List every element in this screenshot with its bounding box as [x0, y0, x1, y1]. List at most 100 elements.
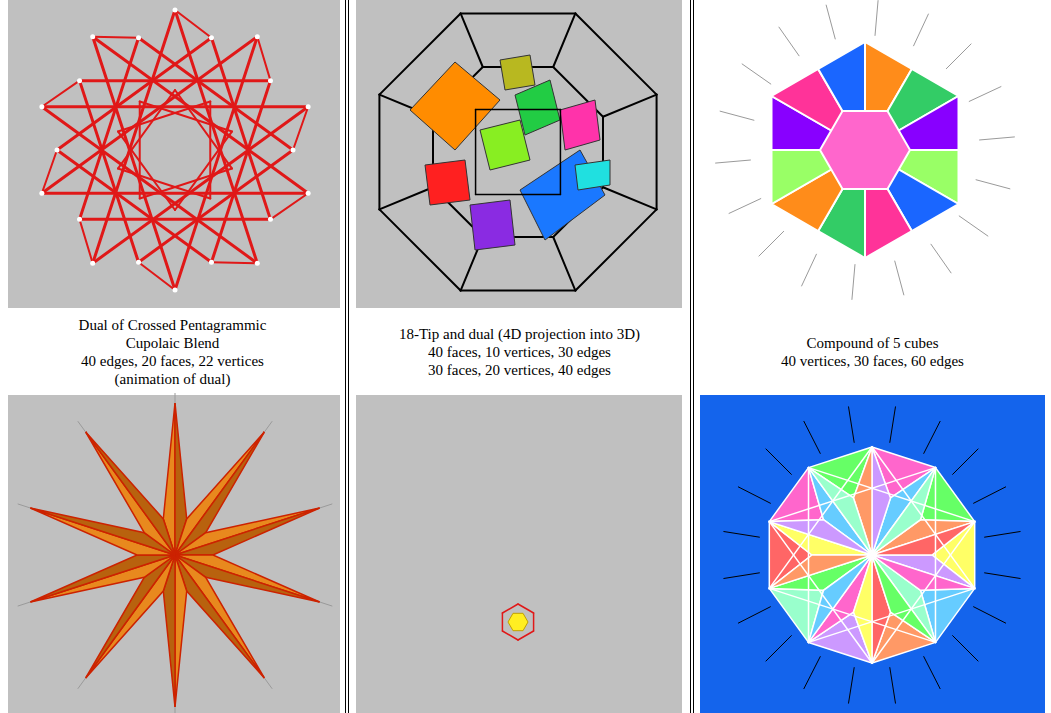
figure-part	[974, 607, 1006, 623]
small-figure	[502, 604, 533, 640]
figure-part	[985, 532, 1021, 538]
figure-part	[802, 254, 817, 286]
figure-part	[914, 14, 929, 46]
figure-part	[476, 194, 561, 196]
figure-part	[30, 555, 175, 602]
figure-part	[77, 217, 82, 222]
figure-part	[257, 37, 270, 81]
figure-part	[30, 555, 175, 602]
figure-part	[42, 192, 308, 195]
figure-part	[872, 447, 975, 588]
figure-part	[826, 5, 835, 39]
polyhedron-figure	[716, 1, 1015, 300]
figure-part	[872, 522, 975, 663]
figure-part	[518, 631, 534, 640]
figure-part	[136, 260, 141, 265]
figure-part	[39, 104, 44, 109]
star-figure	[18, 390, 332, 713]
figure-part	[769, 447, 872, 588]
figure-part	[738, 487, 770, 503]
caption-text: Dual of Crossed Pentagrammic Cupolaic Bl…	[53, 316, 293, 352]
image-ground	[356, 0, 682, 308]
figure-part	[139, 38, 293, 150]
figure-part	[77, 78, 82, 83]
figure-part	[809, 468, 975, 522]
caption-text: 30 faces, 20 vertices, 40 edges	[428, 361, 611, 379]
figure-part	[502, 604, 518, 613]
figure-part	[500, 55, 535, 90]
figure-part	[924, 657, 940, 689]
figure-part	[173, 288, 178, 293]
figure-part	[946, 44, 971, 69]
figure-part	[175, 555, 264, 678]
figure-part	[476, 109, 561, 111]
figure-part	[553, 13, 575, 67]
figure-part	[306, 191, 311, 196]
figure-part	[42, 81, 80, 107]
figure-part	[42, 37, 257, 194]
figure-part	[55, 148, 60, 153]
figure-part	[769, 522, 872, 663]
figure-part	[470, 200, 515, 250]
figure-part	[136, 35, 141, 40]
figure-part	[769, 555, 872, 588]
figure-part	[935, 468, 937, 643]
figure-part	[985, 573, 1021, 579]
figure-part	[742, 64, 771, 84]
figure-part	[533, 613, 535, 631]
figure-part	[959, 216, 988, 236]
figure-part	[738, 607, 770, 623]
figure-part	[80, 219, 93, 263]
figure-part	[849, 668, 855, 704]
figure-part	[306, 104, 311, 109]
figure-part	[953, 449, 978, 474]
figure-part	[209, 35, 214, 40]
figure-part	[175, 555, 264, 678]
figure-part	[779, 27, 799, 56]
figure-part	[209, 260, 214, 265]
figure-part	[118, 101, 210, 131]
figure-part	[875, 1, 878, 36]
figure-part	[42, 107, 257, 264]
figure-part	[175, 508, 320, 555]
figure-part	[86, 432, 175, 555]
figure-part	[809, 588, 975, 642]
caption-cell: Compound of 5 cubes40 vertices, 30 faces…	[694, 311, 1051, 393]
figure-part	[93, 107, 308, 264]
figure-part	[769, 588, 935, 642]
wireframe-figure	[39, 8, 310, 293]
figure-part	[461, 12, 576, 14]
figure-part	[39, 191, 44, 196]
figure-part	[852, 265, 855, 300]
figure-part	[80, 79, 271, 82]
figure-part	[766, 636, 791, 661]
figure-part	[656, 95, 658, 210]
image-ground	[8, 395, 340, 713]
figure-part	[502, 613, 504, 631]
caption-cell: 18-Tip and dual (4D projection into 3D)4…	[349, 311, 690, 393]
figure-part	[974, 487, 1006, 503]
compound-figure	[724, 407, 1020, 703]
figure-part	[575, 160, 610, 190]
figure-part	[209, 101, 211, 198]
figure-part	[766, 449, 791, 474]
figure-part	[808, 468, 810, 643]
figure-part	[872, 522, 975, 555]
figure-part	[425, 160, 470, 205]
caption-text: 40 edges, 20 faces, 22 vertices	[81, 352, 264, 370]
figure-part	[809, 468, 873, 555]
caption-text: 40 faces, 10 vertices, 30 edges	[428, 343, 611, 361]
figure-part	[895, 261, 904, 295]
figure-part	[976, 180, 1010, 189]
figure-part	[475, 110, 477, 195]
figure-part	[379, 209, 460, 290]
figure-part	[378, 95, 380, 210]
projection-figure	[379, 13, 656, 290]
figure-part	[461, 13, 483, 67]
figure-part	[804, 421, 820, 453]
image-ground	[8, 0, 340, 308]
figure-part	[872, 555, 936, 642]
table-border	[345, 0, 346, 713]
figure-part	[175, 508, 320, 555]
caption-text: Compound of 5 cubes	[806, 334, 938, 352]
